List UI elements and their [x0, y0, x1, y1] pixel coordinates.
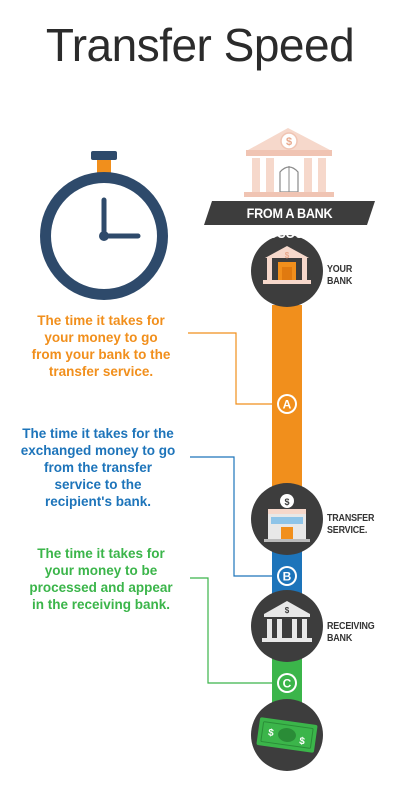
- marker-b: B: [277, 566, 297, 586]
- marker-c-letter: C: [283, 677, 292, 691]
- connector-line-a: [188, 332, 278, 405]
- description-a: The time it takes for your money to go f…: [31, 313, 171, 379]
- svg-text:$: $: [298, 736, 305, 748]
- svg-text:$: $: [267, 727, 274, 739]
- stage-label-your-bank: YOUR BANK: [327, 263, 353, 287]
- node-receiving-bank: $: [251, 590, 323, 662]
- svg-text:$: $: [285, 606, 290, 615]
- marker-a-letter: A: [283, 398, 292, 412]
- marker-c: C: [277, 673, 297, 693]
- banner-background: [204, 201, 375, 225]
- page-title: Transfer Speed: [45, 19, 355, 71]
- marker-a: A: [277, 394, 297, 414]
- connector-line-c: [190, 577, 278, 684]
- stopwatch-icon: [40, 151, 168, 300]
- stage-label-transfer-service: TRANSFER SERVICE.: [327, 512, 375, 536]
- description-c: The time it takes for your money to be p…: [29, 546, 173, 612]
- banner-label: FROM A BANK ACCOUNT: [246, 205, 333, 241]
- building-icon: $: [264, 494, 310, 542]
- node-your-bank: $: [251, 235, 323, 307]
- receiving-bank-icon: $: [262, 601, 312, 642]
- marker-b-letter: B: [283, 570, 292, 584]
- svg-text:$: $: [284, 497, 289, 507]
- dollar-icon: $: [286, 136, 292, 148]
- stage-label-receiving-bank: RECEIVING BANK: [327, 620, 375, 644]
- description-b: The time it takes for the exchanged mone…: [20, 426, 176, 509]
- node-cash: $ $: [251, 699, 323, 771]
- small-bank-icon: $: [263, 246, 311, 284]
- node-transfer-service: $: [251, 483, 323, 555]
- bank-icon: $: [244, 128, 334, 197]
- svg-text:$: $: [285, 251, 290, 260]
- connector-line-b: [190, 456, 278, 577]
- cash-icon: $ $: [256, 717, 318, 753]
